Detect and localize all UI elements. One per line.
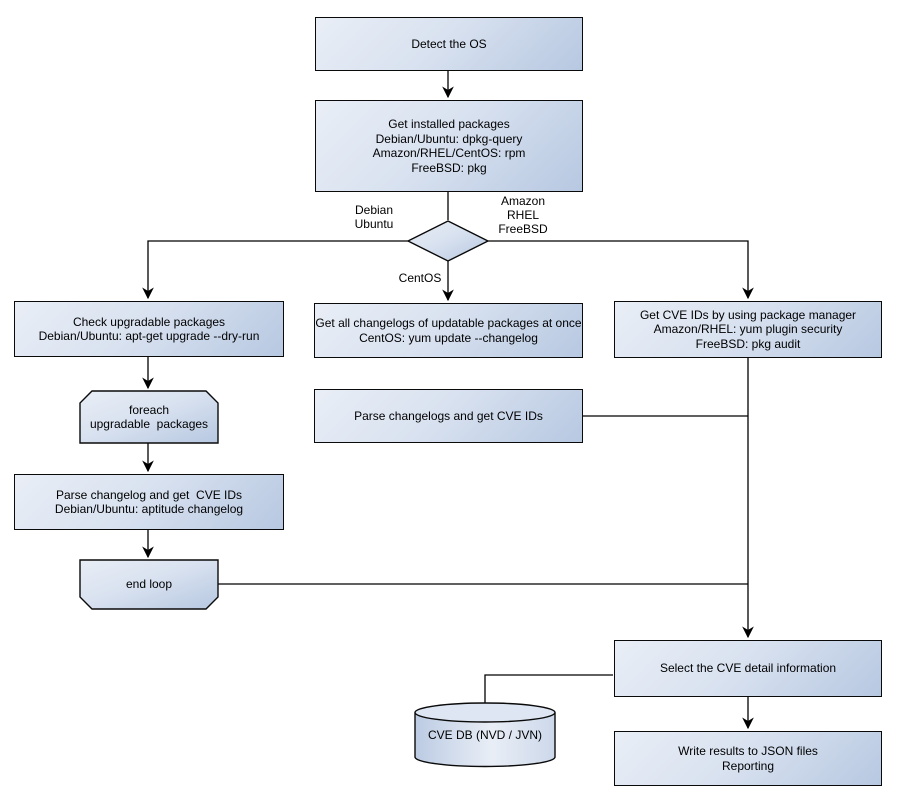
node-parse-changelog: Parse changelog and get CVE IDs Debian/U…: [14, 474, 284, 530]
node-get-installed-packages: Get installed packages Debian/Ubuntu: dp…: [315, 100, 583, 192]
branch-label-debian-ubuntu: Debian Ubuntu: [354, 203, 394, 231]
node-get-cve-ids: Get CVE IDs by using package manager Ama…: [614, 301, 882, 358]
node-select-cve-detail: Select the CVE detail information: [614, 640, 882, 697]
node-cve-db-top: [414, 702, 556, 723]
edge-decision-to-check-upgradable: [142, 240, 408, 300]
branch-label-amazon-rhel-freebsd: Amazon RHEL FreeBSD: [498, 194, 548, 236]
node-get-cve-ids-label: Get CVE IDs by using package manager Ama…: [639, 307, 857, 351]
node-end-loop-shape: [79, 559, 219, 610]
node-check-upgradable: Check upgradable packages Debian/Ubuntu:…: [14, 301, 284, 357]
node-parse-changelogs: Parse changelogs and get CVE IDs: [314, 389, 583, 443]
node-get-all-changelogs: Get all changelogs of updatable packages…: [314, 303, 583, 358]
branch-label-centos: CentOS: [398, 271, 442, 285]
node-cve-db-body: [414, 712, 556, 768]
node-foreach-shape: [79, 390, 219, 444]
edge-cvedb-to-select: [484, 674, 613, 703]
node-os-decision-diamond: [406, 220, 490, 262]
node-detect-os-label: Detect the OS: [411, 36, 487, 51]
node-get-all-changelogs-label: Get all changelogs of updatable packages…: [315, 316, 582, 345]
node-detect-os: Detect the OS: [315, 17, 583, 71]
node-select-cve-detail-label: Select the CVE detail information: [659, 661, 837, 676]
node-write-results: Write results to JSON files Reporting: [614, 731, 882, 786]
edge-decision-to-get-cve-ids: [488, 240, 754, 300]
node-parse-changelogs-label: Parse changelogs and get CVE IDs: [354, 408, 543, 423]
node-get-installed-packages-label: Get installed packages Debian/Ubuntu: dp…: [372, 117, 526, 175]
node-check-upgradable-label: Check upgradable packages Debian/Ubuntu:…: [38, 314, 260, 344]
node-write-results-label: Write results to JSON files Reporting: [678, 744, 818, 773]
node-parse-changelog-label: Parse changelog and get CVE IDs Debian/U…: [54, 487, 244, 517]
